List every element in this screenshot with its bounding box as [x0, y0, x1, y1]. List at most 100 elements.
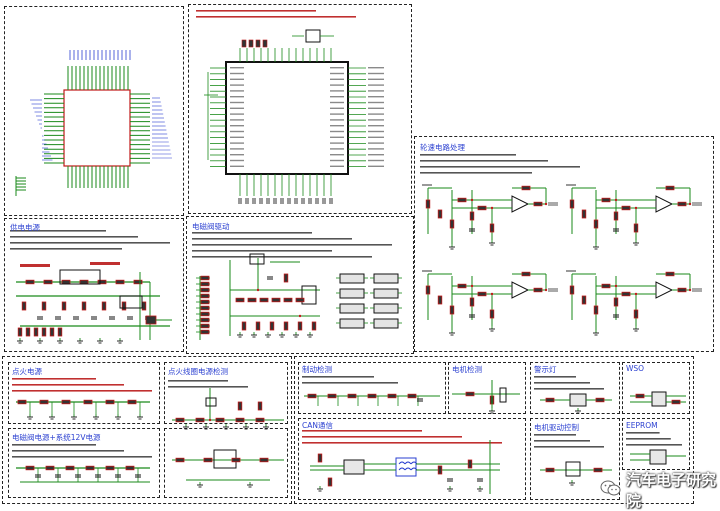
resistor: [621, 205, 631, 211]
choke-winding: [398, 467, 406, 471]
wechat-icon: [600, 479, 622, 501]
text-line: [192, 244, 392, 246]
relay-power-block: [8, 428, 160, 498]
text-line: [534, 388, 604, 390]
resistor: [327, 477, 333, 487]
text-line: [192, 238, 352, 240]
text-line: [626, 444, 682, 446]
pin-name: [368, 67, 384, 69]
junction: [208, 418, 212, 422]
pin-name: [266, 198, 270, 204]
can-transceiver: [343, 459, 365, 475]
resistor: [601, 283, 611, 289]
net-label: [20, 264, 50, 267]
resistor: [677, 287, 687, 293]
resistor: [545, 467, 555, 473]
resistor: [449, 219, 455, 229]
resistor: [200, 317, 210, 323]
text-line: [534, 446, 604, 448]
pin-name: [368, 142, 384, 144]
resistor: [195, 417, 205, 423]
resistor: [283, 297, 293, 303]
pin-name: [368, 78, 384, 80]
valve-coil: [373, 318, 399, 329]
resistor: [581, 209, 587, 219]
valve-coil: [339, 288, 365, 299]
resistor: [115, 279, 125, 285]
warn-lamp-block: [530, 362, 620, 414]
resistor: [17, 327, 23, 337]
resistor: [347, 393, 357, 399]
resistor: [521, 185, 531, 191]
text-line: [534, 376, 576, 378]
choke-winding: [398, 461, 406, 465]
resistor: [235, 297, 245, 303]
pin-name: [368, 119, 384, 121]
resistor: [61, 399, 71, 405]
resistor: [469, 211, 475, 221]
resistor: [317, 453, 323, 463]
junction: [688, 202, 692, 206]
text-line: [420, 166, 580, 168]
junction: [256, 288, 260, 292]
pin-name: [230, 113, 244, 115]
text-line: [12, 450, 124, 452]
choke-winding: [404, 467, 412, 471]
text-line: [12, 378, 96, 380]
mcu-pinout-block: [188, 4, 412, 214]
resistor: [259, 297, 269, 303]
motor-detect-title: 电机检测: [452, 365, 482, 374]
resistor: [613, 297, 619, 307]
valve-coil: [373, 288, 399, 299]
pin-name: [330, 67, 344, 69]
pin-name: [330, 130, 344, 133]
resistor: [283, 273, 289, 283]
text-line: [12, 444, 96, 446]
resistor: [593, 467, 603, 473]
pin-name: [230, 96, 244, 98]
pin-name: [368, 96, 384, 98]
text-line: [534, 434, 576, 436]
pin-name: [230, 72, 244, 75]
pin-name: [330, 159, 344, 162]
resistor: [595, 397, 605, 403]
wheel-speed-block: [414, 136, 714, 352]
watermark: 汽车电子研究院: [600, 469, 720, 511]
valve-coil: [339, 273, 365, 284]
valve-coil: [339, 303, 365, 314]
mcu-pinout-box: [225, 61, 349, 175]
text-line: [10, 248, 122, 250]
resistor: [269, 321, 275, 331]
eeprom-block: [622, 418, 690, 470]
resistor: [283, 321, 289, 331]
mcu-block: [4, 6, 184, 216]
resistor: [665, 271, 675, 277]
resistor: [133, 279, 143, 285]
resistor: [407, 393, 417, 399]
motor-drive-block: [530, 418, 620, 500]
resistor: [259, 457, 269, 463]
resistor: [57, 327, 63, 337]
resistor: [671, 399, 681, 405]
pin-name: [230, 142, 244, 144]
text-line: [168, 380, 228, 382]
mosfet: [249, 253, 265, 265]
junction: [614, 198, 618, 202]
text-line: [302, 442, 502, 444]
choke-winding: [404, 461, 412, 465]
text-line: [12, 390, 152, 392]
pin-name: [330, 154, 344, 156]
resistor: [49, 327, 55, 337]
text-line: [302, 376, 374, 378]
resistor: [613, 211, 619, 221]
resistor: [200, 293, 210, 299]
resistor: [311, 321, 317, 331]
resistor: [200, 323, 210, 329]
resistor: [43, 279, 53, 285]
pin-name: [230, 136, 244, 138]
resistor: [295, 297, 305, 303]
wso-block: [622, 362, 690, 414]
resistor: [237, 401, 243, 411]
resistor: [41, 327, 47, 337]
